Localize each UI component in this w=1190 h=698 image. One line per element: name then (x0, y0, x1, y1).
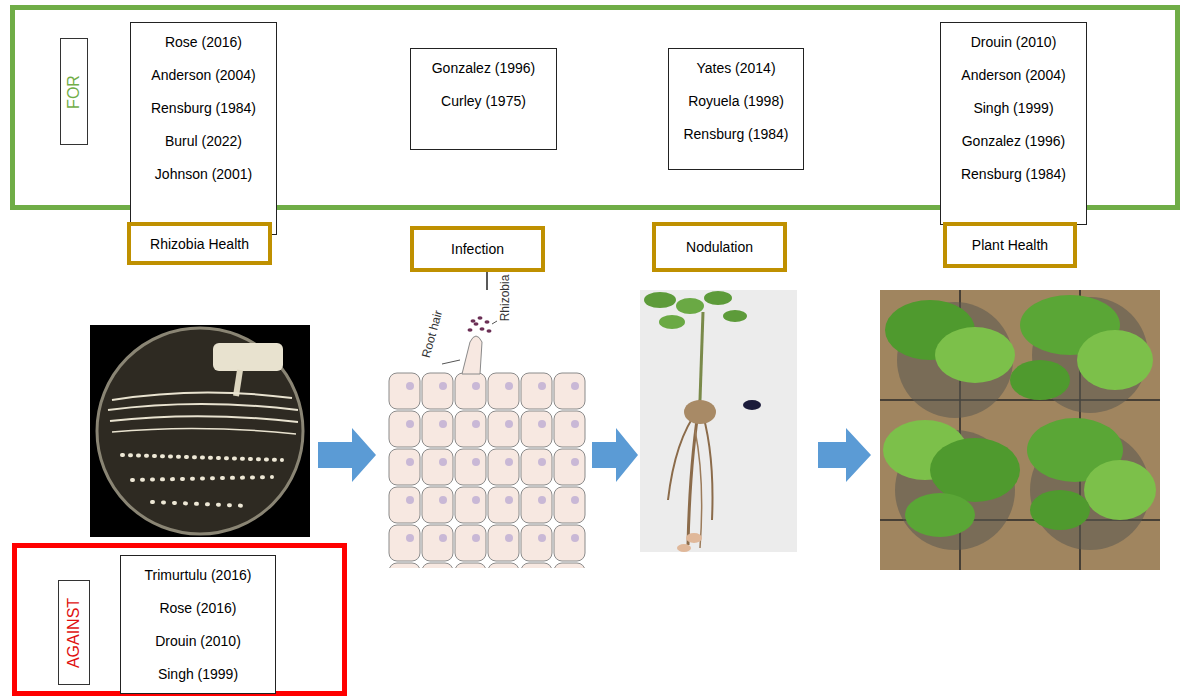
citation: Rensburg (1984) (131, 92, 276, 125)
citation: Singh (1999) (941, 92, 1086, 125)
bacterium (471, 319, 476, 323)
citation: Drouin (2010) (121, 625, 275, 658)
citation: Rensburg (1984) (941, 158, 1086, 191)
leaf (676, 298, 704, 314)
bacterium (487, 329, 492, 333)
stage-box: Rhizobia Health (127, 222, 272, 265)
citation: Anderson (2004) (131, 59, 276, 92)
nodule (677, 544, 691, 552)
for-region: FORRose (2016)Anderson (2004)Rensburg (1… (10, 5, 1180, 210)
colonies (122, 455, 282, 460)
citation: Gonzalez (1996) (941, 125, 1086, 158)
photo-ground (880, 290, 1160, 570)
citation-box: Rose (2016)Anderson (2004)Rensburg (1984… (130, 22, 277, 235)
colonies (132, 477, 272, 480)
root-cells (388, 272, 586, 568)
leader-line (492, 321, 497, 324)
bacterium (468, 328, 473, 332)
streak (112, 428, 296, 434)
label-frame: AGAINST (58, 580, 90, 685)
insect (743, 400, 761, 410)
citation: Curley (1975) (411, 85, 556, 118)
citation-box: Gonzalez (1996)Curley (1975) (410, 48, 557, 150)
foliage (1084, 460, 1156, 520)
citation-box: Drouin (2010)Anderson (2004)Singh (1999)… (940, 22, 1087, 225)
plants-photo (880, 290, 1160, 570)
leaf (644, 292, 676, 308)
citation: Rensburg (1984) (669, 118, 803, 151)
streak (108, 404, 298, 410)
leader-line (442, 360, 460, 364)
bacterium (478, 316, 483, 320)
foliage (935, 327, 1015, 383)
colonies (152, 502, 250, 506)
stage-box: Plant Health (943, 222, 1077, 268)
part-label: Rhizobia (498, 275, 512, 322)
flow-arrow (818, 428, 871, 482)
photo-ground (90, 325, 310, 537)
streak (112, 392, 292, 400)
citation-box: Trimurtulu (2016)Rose (2016)Drouin (2010… (120, 555, 276, 694)
root (668, 410, 698, 500)
plate (97, 328, 303, 534)
citation: Rose (2016) (131, 26, 276, 59)
root-photo (640, 290, 797, 552)
bacterium (474, 322, 479, 326)
citation: Johnson (2001) (131, 158, 276, 191)
stage-box: Nodulation (652, 222, 787, 272)
foliage (1030, 490, 1090, 530)
region-label: AGAINST (65, 597, 83, 667)
stage-label: Infection (451, 241, 504, 257)
photo-ground (640, 290, 797, 552)
flow-arrow (318, 428, 376, 482)
foliage (1077, 330, 1153, 390)
foliage (930, 438, 1020, 502)
grid (880, 290, 1160, 570)
bacterium (480, 327, 485, 331)
leaf (704, 291, 732, 305)
leaf (723, 310, 747, 322)
root-hair (462, 336, 482, 374)
citation: Rose (2016) (121, 592, 275, 625)
root (695, 430, 702, 548)
stage-label: Plant Health (972, 237, 1048, 253)
citation-box: Yates (2014)Royuela (1998)Rensburg (1984… (668, 48, 804, 170)
stage-label: Nodulation (686, 239, 753, 255)
citation: Trimurtulu (2016) (121, 559, 275, 592)
nodule (686, 533, 702, 543)
cell-layer (388, 372, 586, 568)
citation: Singh (1999) (121, 658, 275, 691)
streak (110, 416, 298, 422)
petri-dish (90, 325, 310, 537)
label-frame: FOR (60, 38, 88, 145)
citation: Burul (2022) (131, 125, 276, 158)
stem (700, 312, 703, 400)
citation: Yates (2014) (669, 52, 803, 85)
streak (236, 370, 240, 396)
citation: Drouin (2010) (941, 26, 1086, 59)
part-label: Root hair (419, 309, 445, 360)
stage-label: Rhizobia Health (150, 236, 249, 252)
leaf (659, 315, 685, 329)
citation: Royuela (1998) (669, 85, 803, 118)
against-region: AGAINST Trimurtulu (2016)Rose (2016)Droui… (12, 543, 347, 696)
colony-smear (213, 343, 283, 371)
citation: Gonzalez (1996) (411, 52, 556, 85)
bacterium (485, 320, 490, 324)
region-label: FOR (65, 75, 83, 109)
stage-box: Infection (410, 226, 545, 272)
flow-arrow (592, 428, 638, 482)
foliage (1010, 360, 1070, 400)
citation: Anderson (2004) (941, 59, 1086, 92)
tick-line (486, 272, 488, 290)
nodule (684, 400, 716, 424)
foliage (905, 493, 975, 537)
